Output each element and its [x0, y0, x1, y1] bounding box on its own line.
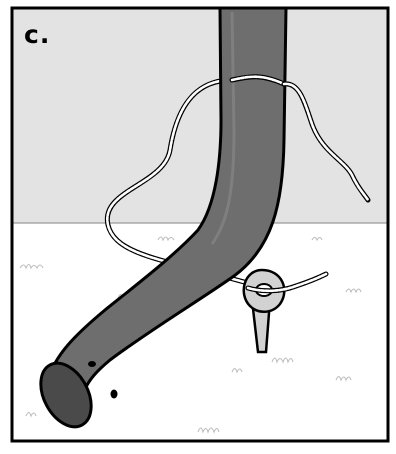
tube-hole — [88, 361, 96, 367]
step-label: c. — [24, 22, 50, 47]
tube-hole — [111, 390, 118, 399]
wall-background — [12, 8, 388, 223]
